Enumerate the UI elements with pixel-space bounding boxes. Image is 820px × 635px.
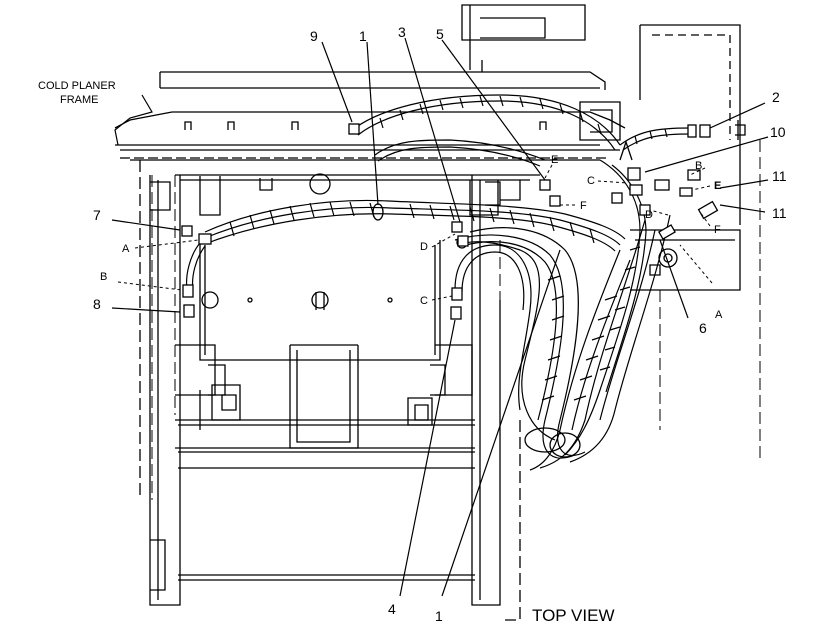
callout-5: 5	[436, 26, 444, 42]
letter-a-left: A	[122, 243, 130, 255]
callout-11-a: 11	[772, 168, 787, 184]
callout-9: 9	[310, 28, 318, 44]
hose-bundle-descending	[454, 159, 671, 471]
hose-left-drop	[185, 242, 206, 291]
callout-11-b: 11	[772, 205, 787, 221]
callout-1-top: 1	[359, 28, 367, 44]
callout-10: 10	[770, 124, 786, 140]
frame-label-line2: FRAME	[60, 94, 99, 106]
callout-2: 2	[772, 89, 780, 105]
letter-d-right: D	[645, 209, 653, 221]
letter-a-right: A	[715, 309, 723, 321]
letter-leader-lines	[117, 164, 713, 301]
letter-c-mid: C	[420, 295, 428, 307]
hose-fittings	[181, 123, 719, 320]
callout-8: 8	[93, 296, 101, 312]
callout-4: 4	[388, 601, 396, 617]
callout-7: 7	[93, 207, 101, 223]
frame-label-line1: COLD PLANER	[38, 80, 116, 92]
hose-lower-loops	[454, 241, 556, 441]
letter-e-top: E	[551, 154, 558, 166]
letter-b-right: B	[695, 160, 702, 172]
letter-e-right: E	[714, 180, 721, 192]
letter-d-mid: D	[420, 241, 428, 253]
letter-f-right: F	[714, 224, 721, 236]
callout-leader-lines	[111, 37, 769, 597]
view-title: TOP VIEW	[532, 606, 615, 625]
frame-outline-dashed	[151, 140, 761, 500]
letter-f-top: F	[580, 200, 587, 212]
hose-bundle-upper	[204, 199, 626, 252]
hose-top-loop	[354, 94, 691, 167]
callout-6: 6	[699, 320, 707, 336]
letter-c-right: C	[587, 175, 595, 187]
letter-b-left: B	[100, 271, 107, 283]
callout-3: 3	[398, 24, 406, 40]
machine-frame-linework	[114, 4, 746, 621]
callout-1-bottom: 1	[435, 608, 443, 624]
